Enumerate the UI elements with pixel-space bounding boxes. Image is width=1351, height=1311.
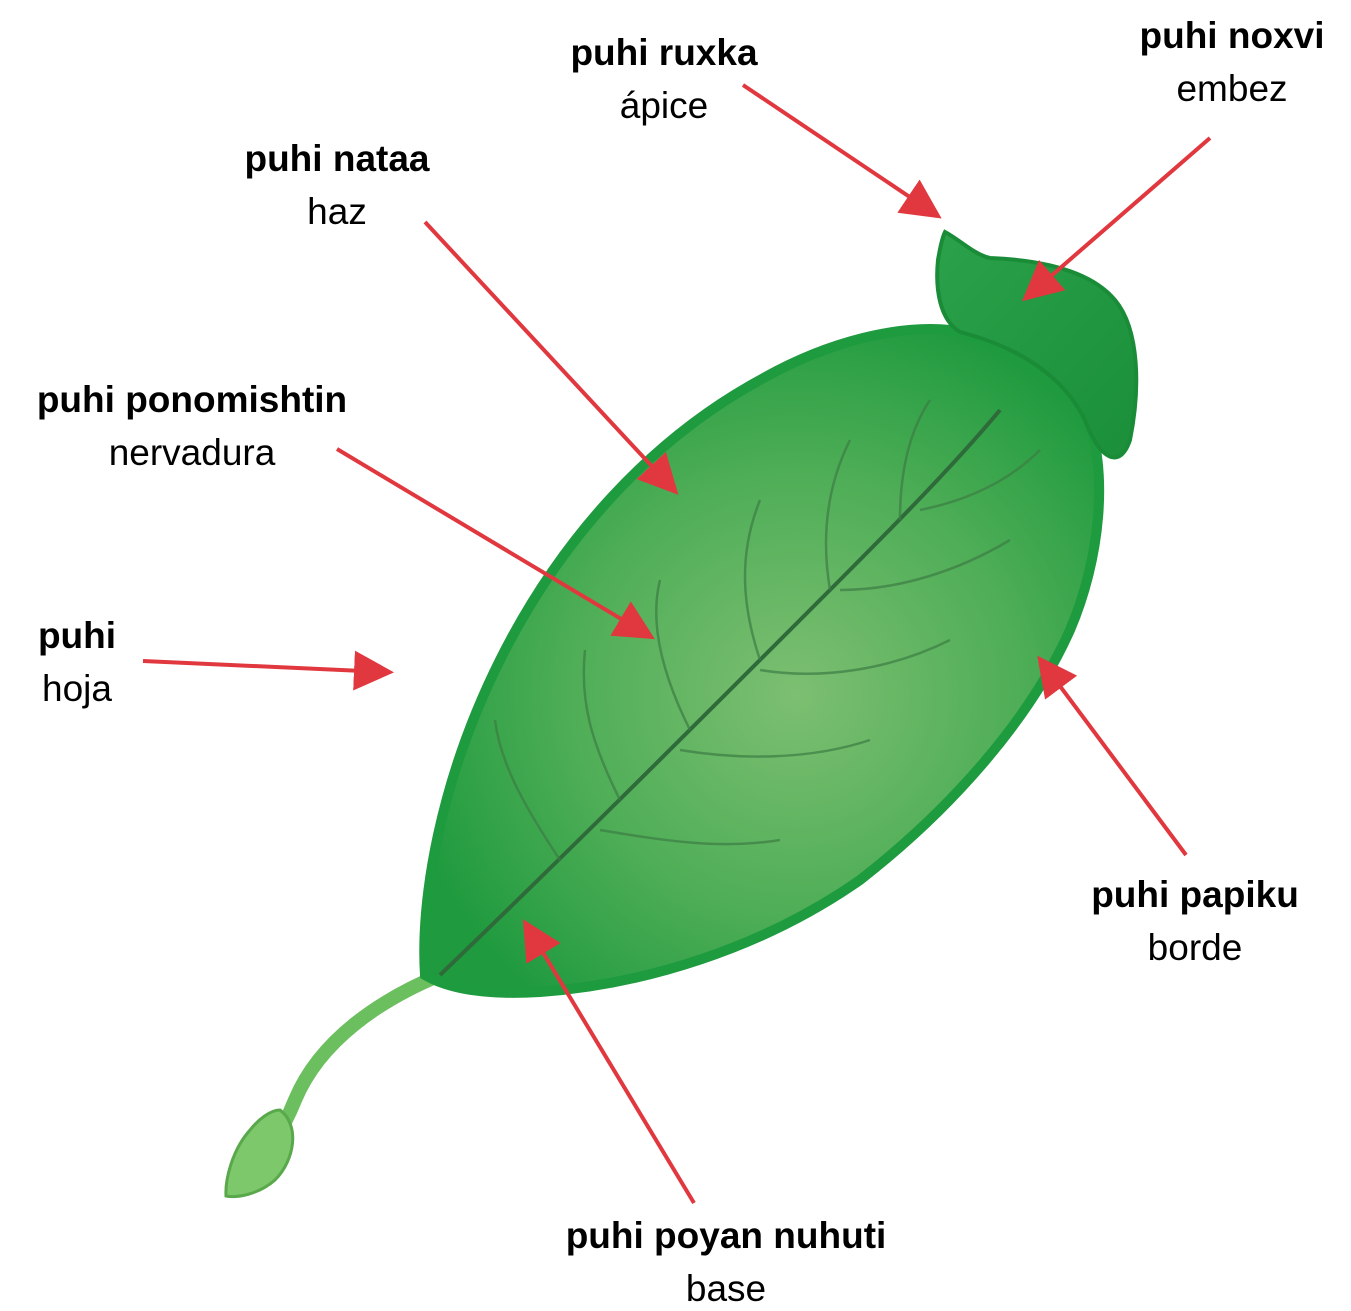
label-base-native: puhi poyan nuhuti xyxy=(566,1217,887,1254)
label-venation: puhi ponomishtin nervadura xyxy=(37,381,347,471)
label-leaf-native: puhi xyxy=(38,617,116,654)
label-upper-native: puhi nataa xyxy=(244,140,429,177)
label-leaf-spanish: hoja xyxy=(38,670,116,707)
label-curl-spanish: embez xyxy=(1140,70,1325,107)
label-curl-native: puhi noxvi xyxy=(1140,17,1325,54)
label-upper-surface: puhi nataa haz xyxy=(244,140,429,230)
label-edge-spanish: borde xyxy=(1091,929,1299,966)
label-edge: puhi papiku borde xyxy=(1091,876,1299,966)
arrow-leaf xyxy=(143,661,386,672)
label-apex: puhi ruxka ápice xyxy=(570,34,757,124)
label-base: puhi poyan nuhuti base xyxy=(566,1217,887,1307)
arrow-apex xyxy=(743,85,935,214)
label-base-spanish: base xyxy=(566,1270,887,1307)
label-upper-spanish: haz xyxy=(244,193,429,230)
label-leaf: puhi hoja xyxy=(38,617,116,707)
label-apex-native: puhi ruxka xyxy=(570,34,757,71)
label-venation-spanish: nervadura xyxy=(37,434,347,471)
label-edge-native: puhi papiku xyxy=(1091,876,1299,913)
label-apex-spanish: ápice xyxy=(570,87,757,124)
label-venation-native: puhi ponomishtin xyxy=(37,381,347,418)
label-curl: puhi noxvi embez xyxy=(1140,17,1325,107)
arrow-curl xyxy=(1028,138,1210,296)
arrow-edge xyxy=(1042,662,1186,855)
leaf-bud xyxy=(226,1110,293,1197)
leaf-stem xyxy=(268,975,440,1150)
leaf-illustration xyxy=(226,232,1136,1197)
arrow-upper xyxy=(425,222,673,489)
